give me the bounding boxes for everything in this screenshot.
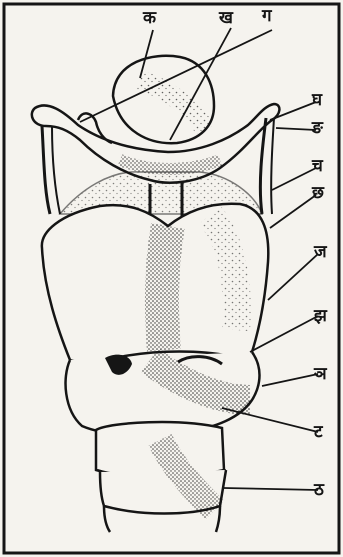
label-tha: ठ (314, 482, 324, 499)
label-jha: झ (314, 308, 327, 325)
label-ja: ज (314, 244, 327, 261)
label-gha: घ (312, 92, 322, 109)
label-kha: ख (219, 10, 233, 27)
label-chha: छ (312, 185, 324, 202)
label-ka: क (143, 10, 156, 27)
label-nya: ञ (314, 366, 327, 383)
label-cha: च (312, 158, 323, 175)
label-ta: ट (314, 424, 323, 441)
label-nga: ङ (312, 120, 323, 137)
label-ga: ग (262, 8, 272, 25)
